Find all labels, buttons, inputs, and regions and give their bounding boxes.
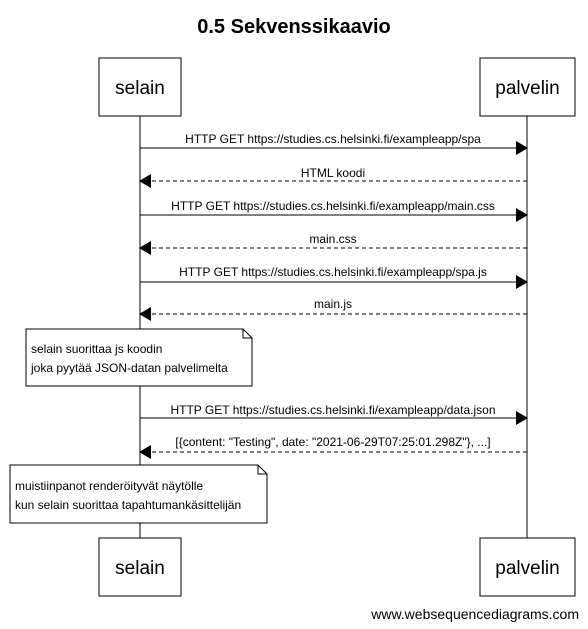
message-label: HTML koodi: [301, 166, 365, 180]
message-label: HTTP GET https://studies.cs.helsinki.fi/…: [170, 403, 495, 417]
note-line: muistiinpanot renderöityvät näytölle: [15, 479, 203, 493]
message-label: main.css: [309, 232, 356, 246]
participant-label: palvelin: [495, 78, 559, 99]
note-box: [25, 328, 253, 387]
participant-label: palvelin: [495, 558, 559, 579]
note-line: joka pyytää JSON-datan palvelimelta: [30, 361, 228, 375]
participant-label: selain: [115, 558, 165, 579]
participant-palvelin-top: palvelin: [479, 57, 576, 117]
message-label: main.js: [314, 297, 352, 311]
diagram-title: 0.5 Sekvenssikaavio: [197, 16, 390, 38]
message-7: HTTP GET https://studies.cs.helsinki.fi/…: [140, 403, 528, 425]
message-6: main.js: [139, 297, 527, 321]
message-label: HTTP GET https://studies.cs.helsinki.fi/…: [179, 265, 487, 279]
message-label: HTTP GET https://studies.cs.helsinki.fi/…: [171, 199, 495, 213]
message-8: [{content: "Testing", date: "2021-06-29T…: [139, 435, 527, 459]
participant-palvelin-bottom: palvelin: [479, 537, 576, 597]
message-label: HTTP GET https://studies.cs.helsinki.fi/…: [185, 132, 481, 146]
message-label: [{content: "Testing", date: "2021-06-29T…: [175, 435, 490, 449]
message-1: HTTP GET https://studies.cs.helsinki.fi/…: [140, 132, 528, 155]
note-fold: [257, 465, 267, 475]
note-1: selain suorittaa js koodin joka pyytää J…: [25, 328, 253, 387]
message-3: HTTP GET https://studies.cs.helsinki.fi/…: [140, 199, 528, 222]
footer-watermark: www.websequencediagrams.com: [370, 606, 579, 622]
message-2: HTML koodi: [139, 166, 527, 188]
note-box: [9, 464, 268, 524]
note-line: kun selain suorittaa tapahtumankäsitteli…: [15, 498, 241, 512]
participant-selain-bottom: selain: [98, 537, 182, 597]
note-line: selain suorittaa js koodin: [31, 342, 162, 356]
note-fold: [242, 329, 252, 339]
message-5: HTTP GET https://studies.cs.helsinki.fi/…: [140, 265, 528, 289]
participant-selain-top: selain: [98, 57, 182, 117]
message-4: main.css: [139, 232, 527, 255]
note-2: muistiinpanot renderöityvät näytölle kun…: [9, 464, 268, 524]
participant-label: selain: [115, 78, 165, 99]
